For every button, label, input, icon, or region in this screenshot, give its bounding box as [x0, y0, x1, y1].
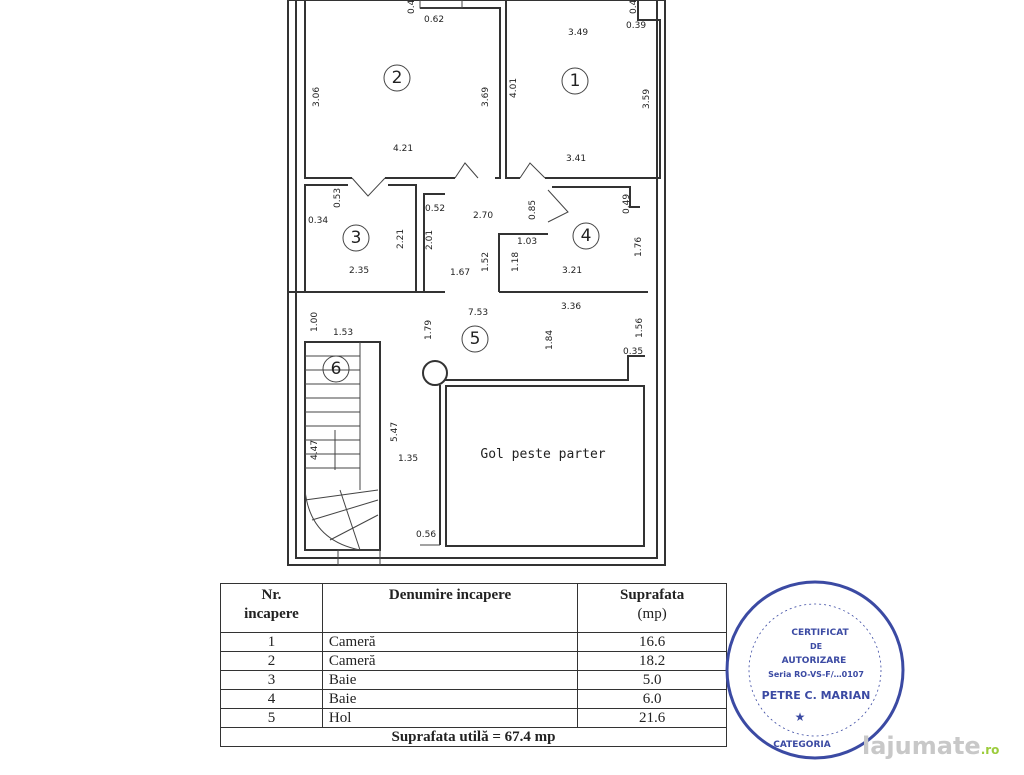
- dimension: 0.39: [626, 21, 646, 31]
- header-name: Denumire incapere: [321, 583, 579, 633]
- svg-text:Seria RO-VS-F/…0107: Seria RO-VS-F/…0107: [768, 670, 864, 679]
- dimension: 4.47: [310, 440, 320, 460]
- void-label: Gol peste parter: [480, 447, 605, 462]
- dimension: 0.49: [622, 194, 632, 214]
- authorization-stamp: CERTIFICAT DE AUTORIZARE Seria RO-VS-F/……: [725, 580, 905, 760]
- dimension: 3.59: [642, 89, 652, 109]
- dimension: 1.03: [517, 237, 537, 247]
- dimension: 4.21: [393, 144, 413, 154]
- dimension: 3.36: [561, 302, 581, 312]
- walls: [287, 0, 666, 566]
- svg-text:5: 5: [470, 329, 481, 349]
- dimension: 2.35: [349, 266, 369, 276]
- dimension: 3.06: [312, 87, 322, 107]
- dimension: 1.18: [511, 252, 521, 272]
- rooms-table: Nr.incapere Denumire incapere Suprafata(…: [220, 583, 727, 747]
- dimension: 3.69: [481, 87, 491, 107]
- dimension: 7.53: [468, 308, 488, 318]
- dimension: 0.56: [416, 530, 436, 540]
- svg-text:CERTIFICAT: CERTIFICAT: [791, 628, 849, 638]
- svg-text:CATEGORIA: CATEGORIA: [773, 740, 830, 750]
- svg-text:DE: DE: [810, 642, 822, 651]
- svg-text:4: 4: [581, 226, 592, 246]
- dimension: 2.21: [396, 229, 406, 249]
- room-6-label: 6: [322, 355, 350, 383]
- dimension: 0.35: [623, 347, 643, 357]
- dimension: 1.76: [634, 237, 644, 257]
- room-5-label: 5: [461, 325, 489, 353]
- dimension: 3.41: [566, 154, 586, 164]
- dimension: 1.67: [450, 268, 470, 278]
- dimensions: 0.4 0.62 3.49 0.4 0.39 3.06 3.69 4.01 3.…: [308, 0, 652, 540]
- dimension: 1.35: [398, 454, 418, 464]
- header-nr: Nr.incapere: [220, 583, 323, 633]
- floor-plan: 1 2 3 4 5 6 Gol peste parter 0.4 0.62 3.…: [287, 0, 666, 566]
- dimension: 3.21: [562, 266, 582, 276]
- svg-text:1: 1: [570, 71, 581, 91]
- dimension: 0.34: [308, 216, 328, 226]
- svg-text:6: 6: [331, 359, 342, 379]
- table-header: Nr.incapere Denumire incapere Suprafata(…: [220, 583, 727, 633]
- table-total-row: Suprafata utilă = 67.4 mp: [220, 727, 727, 747]
- svg-text:3: 3: [351, 228, 362, 248]
- dimension: 4.01: [509, 78, 519, 98]
- dimension: 1.53: [333, 328, 353, 338]
- header-area: Suprafata(mp): [577, 583, 727, 633]
- room-4-label: 4: [572, 222, 600, 250]
- dimension: 0.4: [407, 0, 417, 14]
- svg-text:AUTORIZARE: AUTORIZARE: [782, 656, 847, 666]
- svg-text:PETRE C. MARIAN: PETRE C. MARIAN: [762, 689, 871, 702]
- room-2-label: 2: [383, 64, 411, 92]
- dimension: 0.53: [333, 188, 343, 208]
- dimension: 1.79: [424, 320, 434, 340]
- dimension: 0.4: [629, 0, 639, 14]
- watermark: lajumate.ro: [862, 732, 1000, 760]
- dimension: 0.52: [425, 204, 445, 214]
- svg-text:★: ★: [795, 710, 806, 724]
- room-1-label: 1: [561, 67, 589, 95]
- room-labels: 1 2 3 4 5 6: [322, 64, 600, 383]
- dimension: 0.62: [424, 15, 444, 25]
- dimension: 1.56: [635, 318, 645, 338]
- dimension: 1.52: [481, 252, 491, 272]
- svg-text:2: 2: [392, 68, 403, 88]
- dimension: 3.49: [568, 28, 588, 38]
- dimension: 5.47: [390, 422, 400, 442]
- dimension: 1.00: [310, 312, 320, 332]
- dimension: 2.01: [425, 230, 435, 250]
- room-3-label: 3: [342, 224, 370, 252]
- dimension: 0.85: [528, 200, 538, 220]
- dimension: 2.70: [473, 211, 493, 221]
- dimension: 1.84: [545, 330, 555, 350]
